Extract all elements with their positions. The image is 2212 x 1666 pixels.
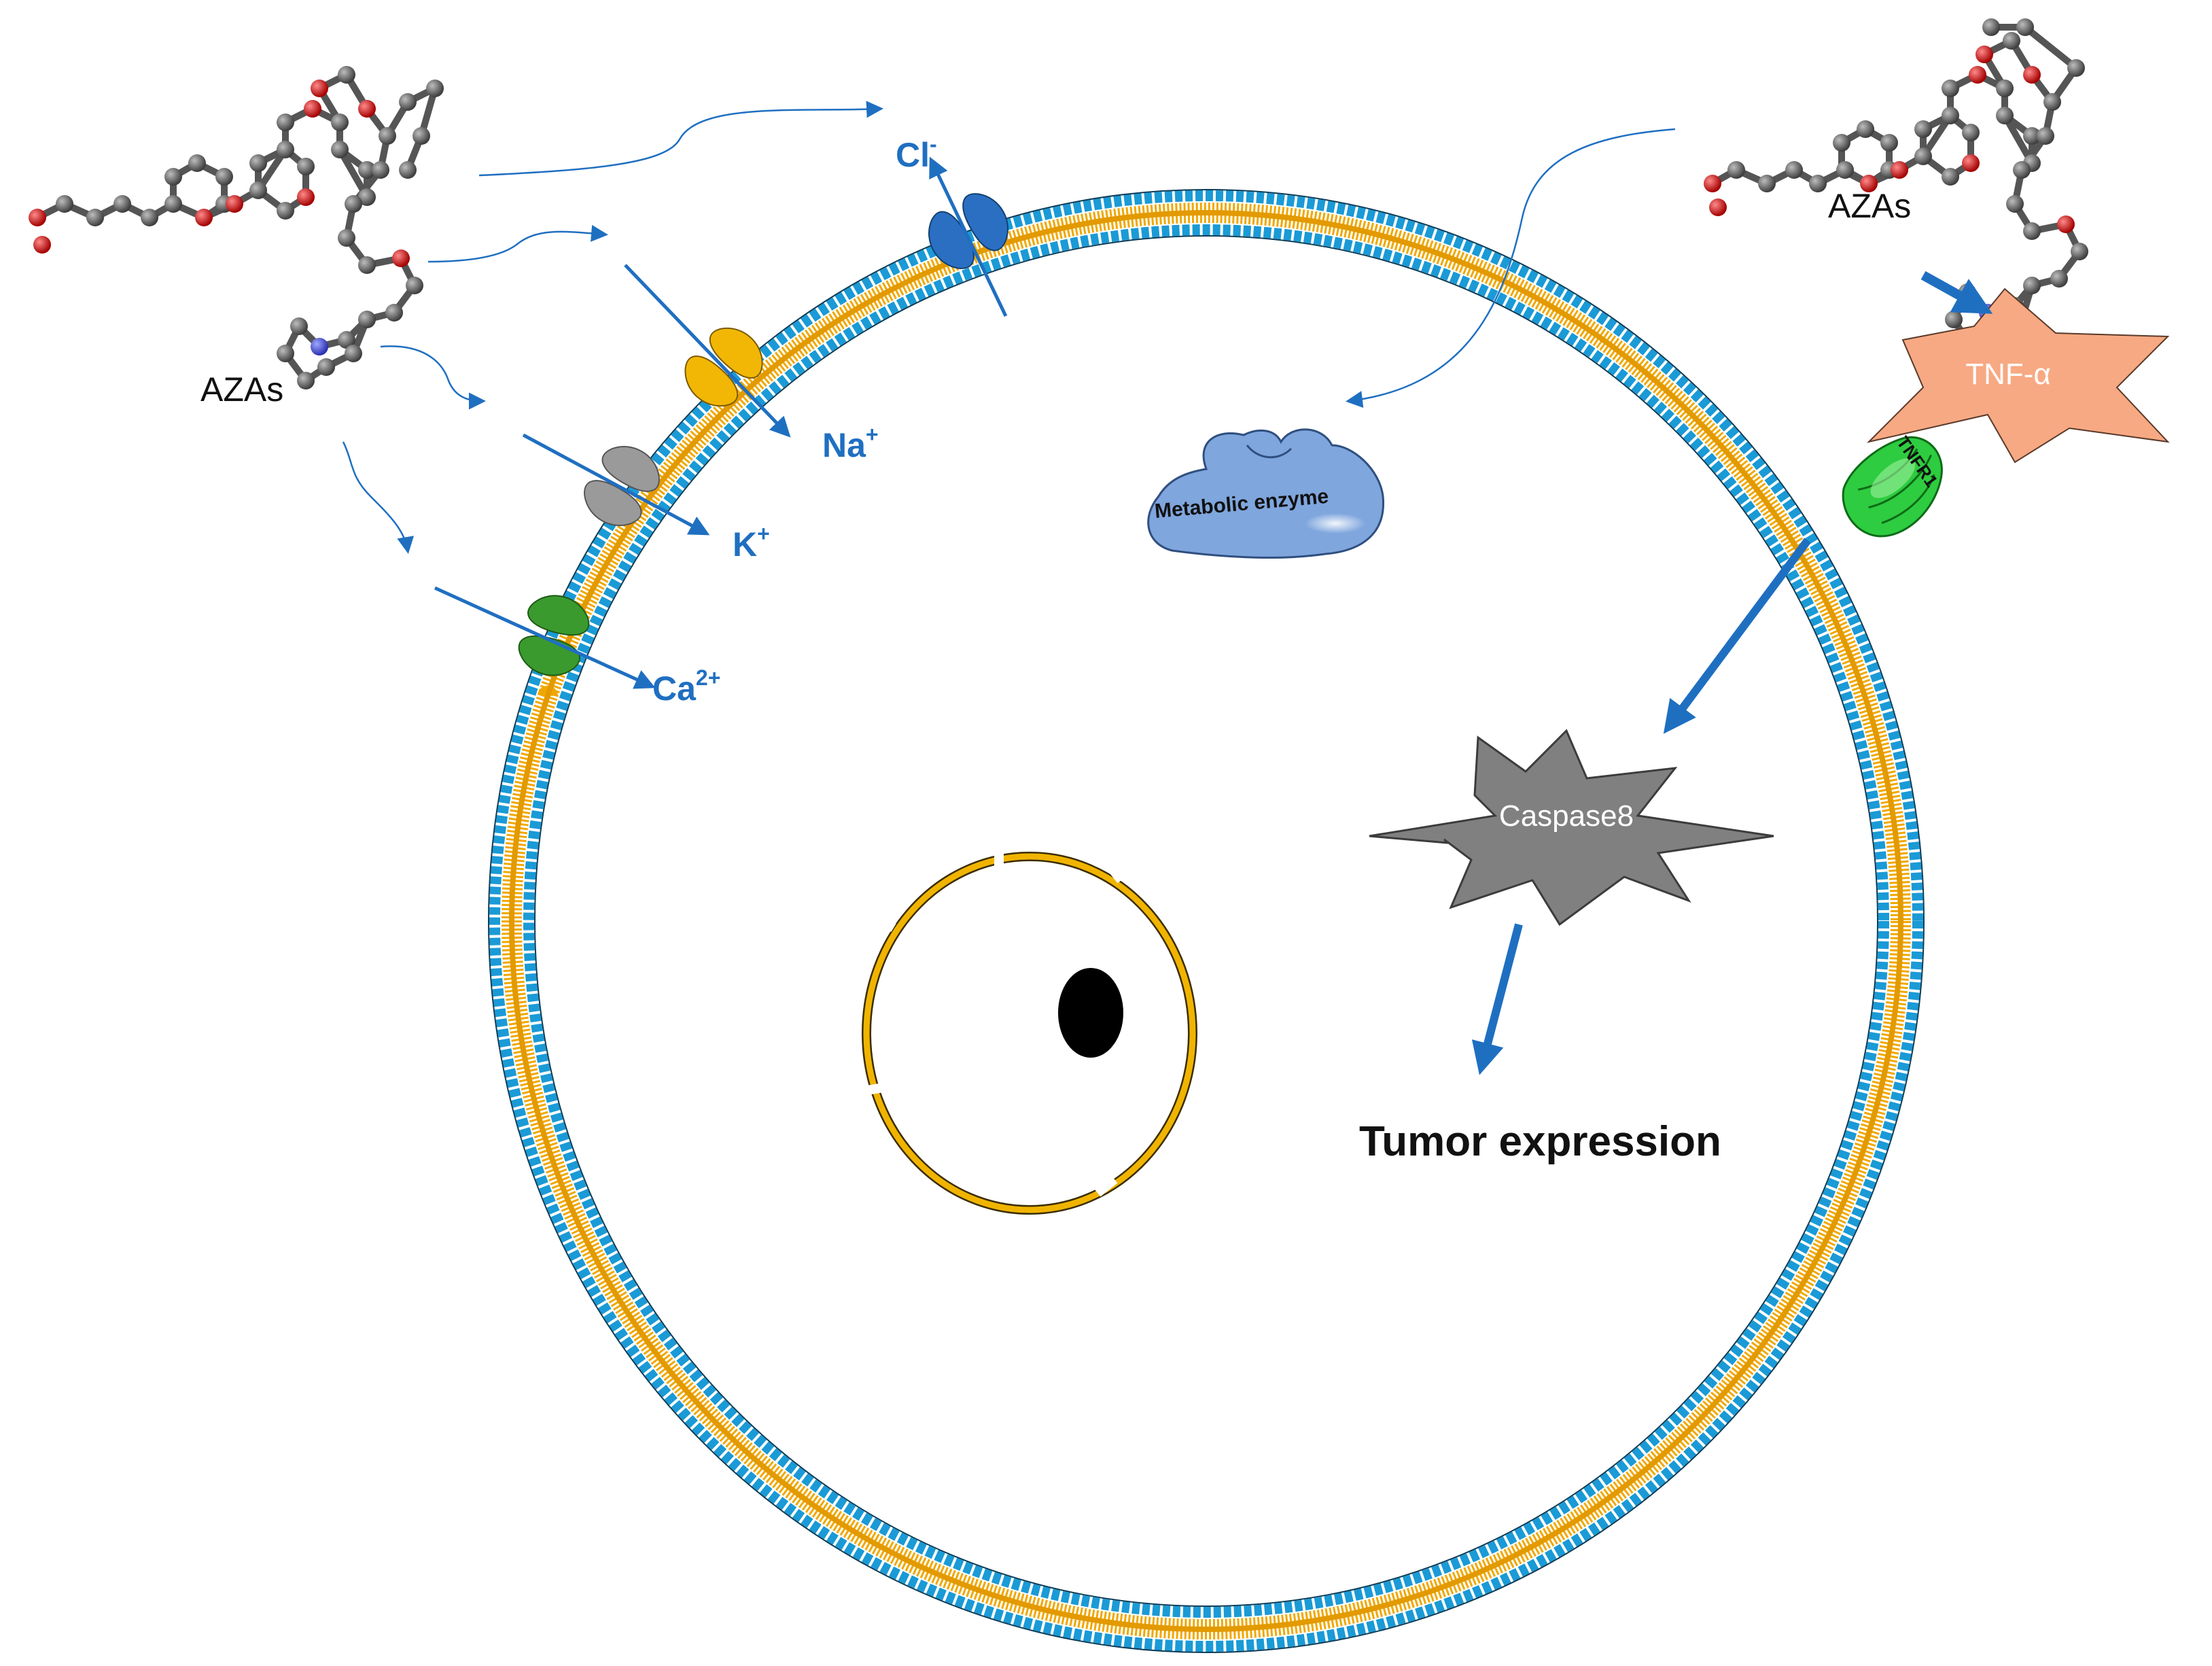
tnfr1-receptor: [1842, 436, 1943, 538]
arrow-na: [624, 264, 791, 438]
arrow-cl: [929, 156, 1008, 317]
arrow-caspase-to-tumor: [1471, 923, 1523, 1075]
membrane-tails: [502, 203, 1911, 1639]
ion-flux-arrows: [434, 156, 1008, 689]
membrane-inner-outline: [534, 235, 1878, 1607]
tnf-alpha-shape: [1866, 288, 2170, 464]
membrane-outer-outline: [488, 189, 1925, 1653]
nucleus-envelope-fill: [863, 853, 1196, 1213]
arrow-k: [522, 433, 710, 536]
ion-label-chloride: Cl-: [896, 132, 937, 174]
ion-label-potassium: K+: [733, 521, 770, 563]
outcome-label: Tumor expression: [1359, 1118, 1721, 1165]
cell-membrane: [488, 189, 1925, 1653]
nucleus: [862, 846, 1197, 1219]
influx-arrow-enzyme: [1346, 128, 1676, 408]
caspase-label: Caspase8: [1499, 799, 1634, 833]
nuclear-pores: [862, 846, 1125, 1219]
membrane-inner-heads: [523, 224, 1889, 1618]
influx-arrow-ca: [342, 441, 415, 554]
channel-chloride: [928, 193, 1008, 269]
influx-arrow-na: [427, 224, 608, 263]
molecule-left-label: AZAs: [200, 370, 283, 409]
enzyme-blob: [1147, 428, 1385, 559]
channel-sodium: [684, 327, 763, 407]
molecule-left: [29, 66, 444, 389]
arrow-azas-to-tnf: [1920, 271, 1993, 314]
ion-label-calcium: Ca2+: [652, 665, 720, 708]
ion-label-sodium: Na+: [822, 422, 879, 464]
influx-arrow-cl: [478, 101, 883, 177]
molecule-right-label: AZAs: [1828, 187, 1911, 225]
membrane-outer-heads: [489, 190, 1923, 1652]
caspase8-shape: [1369, 729, 1774, 926]
azas-influx-arrows: [342, 101, 1676, 554]
arrow-tnfr1-to-caspase: [1663, 538, 1811, 734]
membrane-tails-core: [509, 210, 1903, 1632]
nucleolus-dot: [1058, 968, 1123, 1058]
influx-arrow-k: [380, 345, 486, 410]
tnf-label: TNF-α: [1965, 358, 2051, 391]
arrow-ca: [434, 586, 656, 689]
channel-potassium: [584, 446, 660, 526]
